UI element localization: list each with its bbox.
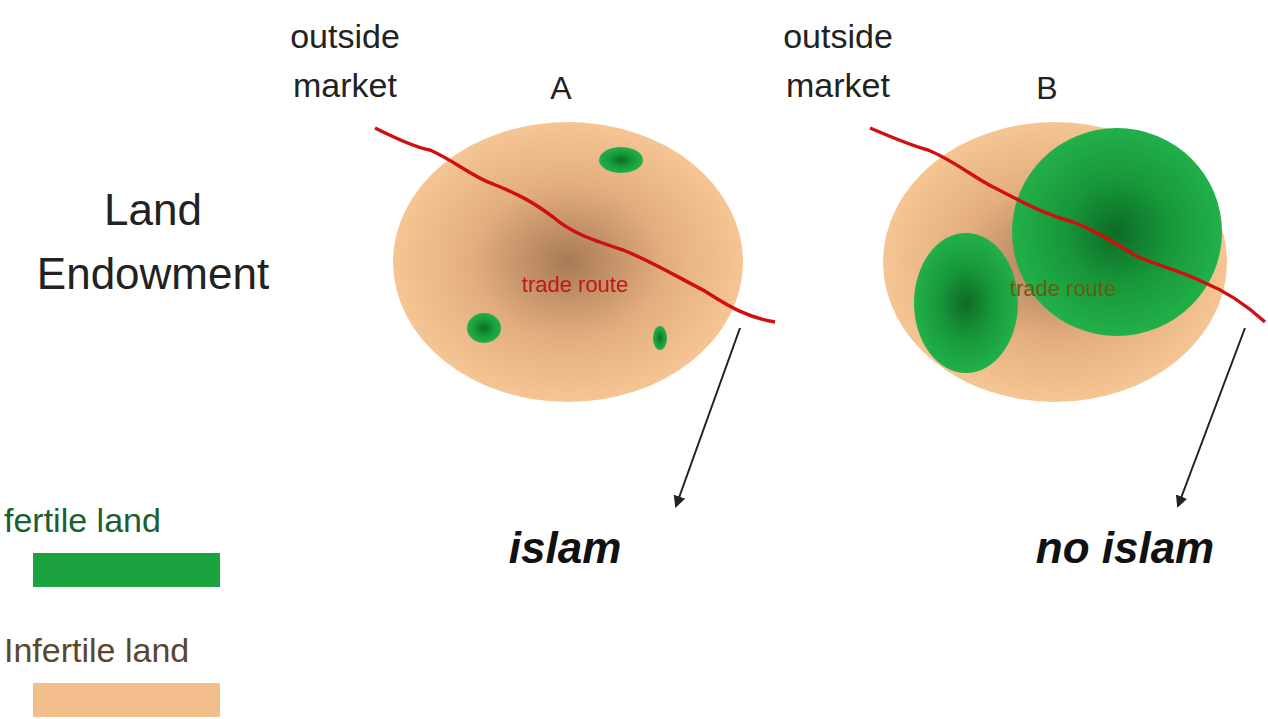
route-label: trade route: [522, 272, 628, 298]
legend-text: Infertile land: [4, 626, 189, 675]
legend-swatch: [33, 683, 220, 717]
land-illustration: [393, 122, 743, 402]
legend-swatch: [33, 553, 220, 587]
land-illustration: [883, 122, 1227, 402]
leader-arrow: [1178, 328, 1245, 506]
legend-text: fertile land: [4, 496, 161, 545]
circle-heading: B: [1036, 70, 1057, 107]
route-label: trade route: [1010, 276, 1116, 302]
land-circle: Atrade route: [393, 122, 743, 402]
market-label: outside market: [755, 12, 921, 111]
circle-heading: A: [550, 70, 571, 107]
market-label: outside market: [262, 12, 428, 111]
outcome-label: no islam: [990, 524, 1260, 572]
land-circle: Btrade route: [883, 122, 1227, 402]
row-heading: Land Endowment: [8, 178, 298, 306]
outcome-label: islam: [455, 524, 675, 572]
